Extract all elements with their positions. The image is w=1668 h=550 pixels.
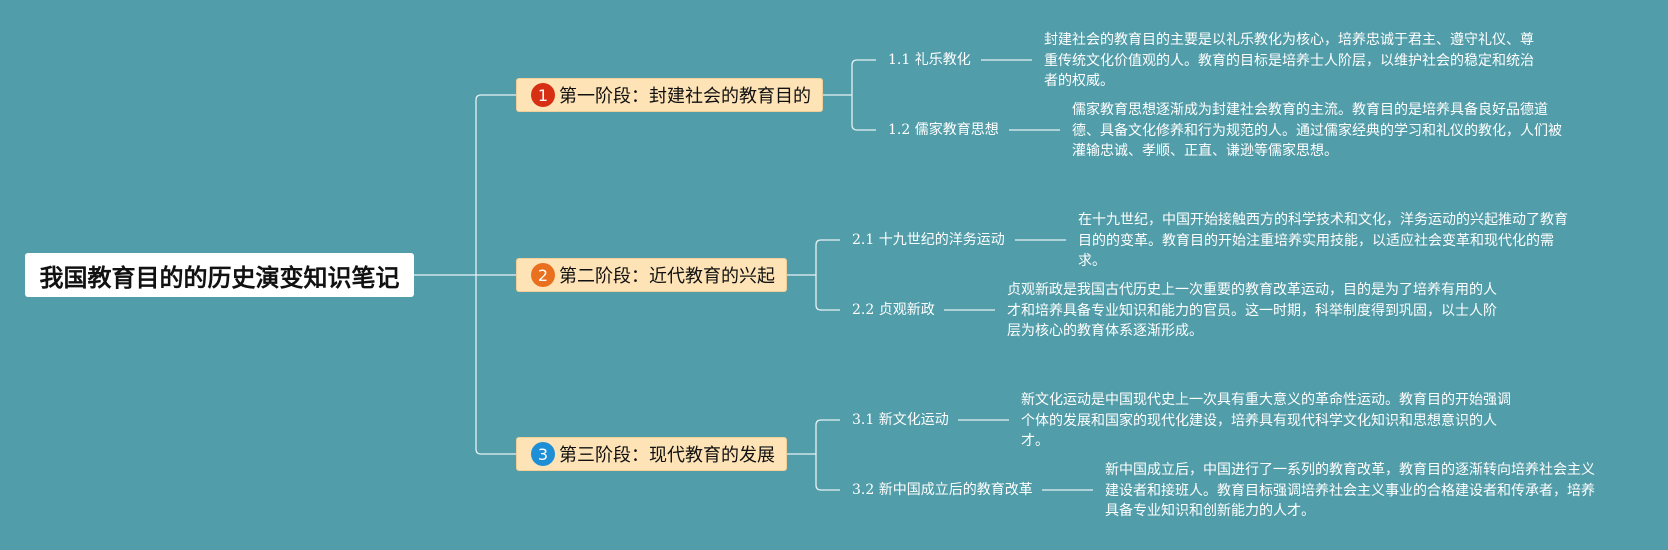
subtopic-2-2[interactable]: 2.2 贞观新政 — [852, 302, 935, 318]
stage-2-topic[interactable]: 2 第二阶段：近代教育的兴起 — [516, 258, 787, 292]
desc-1-2: 儒家教育思想逐渐成为封建社会教育的主流。教育目的是培养具备良好品德道德、具备文化… — [1072, 102, 1562, 159]
connector-trunk — [475, 94, 482, 455]
desc-2-1: 在十九世纪，中国开始接触西方的科学技术和文化，洋务运动的兴起推动了教育目的的变革… — [1078, 212, 1568, 269]
subtopic-1-1[interactable]: 1.1 礼乐教化 — [888, 52, 971, 68]
root-title: 我国教育目的的历史演变知识笔记 — [39, 263, 400, 292]
stage-2-label: 第二阶段：近代教育的兴起 — [559, 266, 775, 287]
stage-2-number-badge: 2 — [531, 263, 555, 287]
subtopic-1-2[interactable]: 1.2 儒家教育思想 — [888, 122, 999, 138]
root-topic[interactable]: 我国教育目的的历史演变知识笔记 — [25, 253, 414, 297]
stage-1-topic[interactable]: 1 第一阶段：封建社会的教育目的 — [516, 78, 823, 112]
subtopic-3-2[interactable]: 3.2 新中国成立后的教育改革 — [852, 482, 1033, 498]
stage-3-label: 第三阶段：现代教育的发展 — [559, 445, 775, 466]
desc-1-1: 封建社会的教育目的主要是以礼乐教化为核心，培养忠诚于君主、遵守礼仪、尊重传统文化… — [1044, 32, 1534, 89]
stage-3-number-badge: 3 — [531, 442, 555, 466]
connector-stage-1-branch — [851, 59, 858, 131]
connector-stage-3-branch — [815, 419, 822, 491]
stage-1-label: 第一阶段：封建社会的教育目的 — [559, 86, 811, 107]
subtopic-2-1[interactable]: 2.1 十九世纪的洋务运动 — [852, 232, 1005, 248]
stage-1-number-badge: 1 — [531, 83, 555, 107]
subtopic-3-1[interactable]: 3.1 新文化运动 — [852, 412, 949, 428]
desc-3-1: 新文化运动是中国现代史上一次具有重大意义的革命性运动。教育目的开始强调个体的发展… — [1021, 392, 1511, 449]
connector-stage-2-branch — [815, 239, 822, 311]
stage-3-topic[interactable]: 3 第三阶段：现代教育的发展 — [516, 437, 787, 471]
desc-3-2: 新中国成立后，中国进行了一系列的教育改革，教育目的逐渐转向培养社会主义建设者和接… — [1105, 462, 1595, 519]
desc-2-2: 贞观新政是我国古代历史上一次重要的教育改革运动，目的是为了培养有用的人才和培养具… — [1007, 282, 1497, 339]
